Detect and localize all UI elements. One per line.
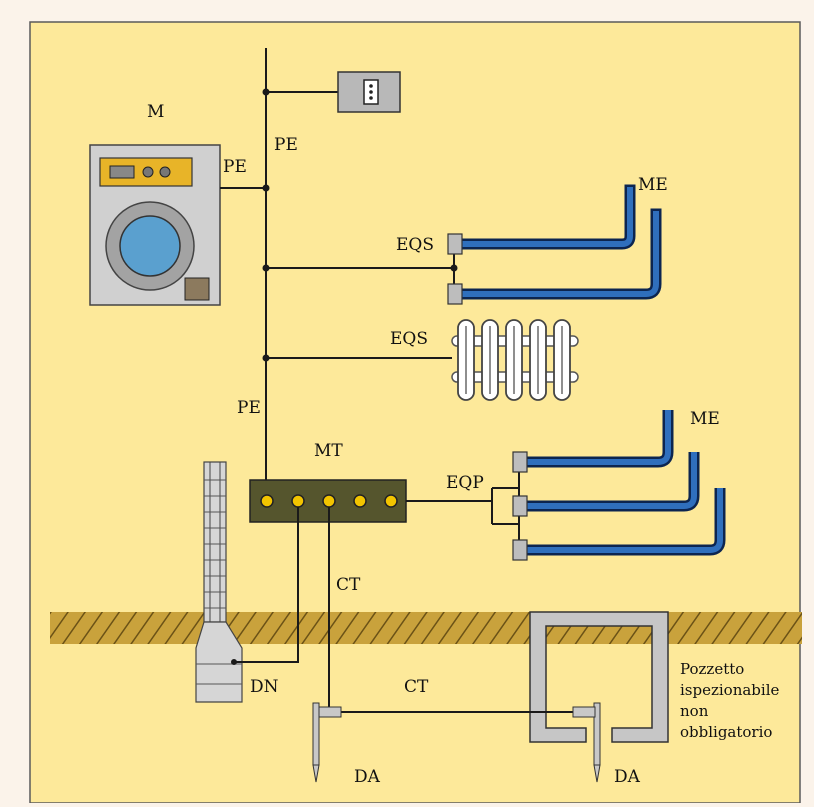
label-pe-washer: PE	[223, 157, 247, 177]
label-pozzetto-2: ispezionabile	[680, 681, 780, 699]
label-da-right: DA	[614, 767, 641, 787]
label-me-bottom: ME	[690, 409, 720, 429]
earth-rod-left	[312, 702, 342, 783]
earth-rod-right	[572, 702, 601, 783]
label-mt: MT	[314, 441, 343, 461]
ct-conductor	[328, 507, 578, 713]
label-ct-horizontal: CT	[404, 677, 429, 697]
washing-machine	[89, 144, 266, 306]
foundation-column	[195, 461, 243, 703]
label-eqs-radiator: EQS	[390, 329, 428, 349]
socket-box	[266, 71, 401, 113]
label-pe-mid: PE	[237, 398, 261, 418]
label-m: M	[147, 102, 164, 122]
label-da-left: DA	[354, 767, 381, 787]
radiator	[266, 319, 579, 401]
label-pe-top: PE	[274, 135, 298, 155]
dn-conductor	[234, 507, 299, 663]
label-eqp: EQP	[446, 473, 484, 493]
metal-pipes-top	[266, 184, 662, 305]
dn-junction-dot	[231, 659, 237, 665]
label-pozzetto-3: non	[680, 702, 709, 720]
pe-junction-dots	[262, 88, 270, 362]
label-ct-vertical: CT	[336, 575, 361, 595]
label-me-top: ME	[638, 175, 668, 195]
label-pozzetto-1: Pozzetto	[680, 660, 744, 678]
label-dn: DN	[250, 677, 279, 697]
label-eqs-pipes: EQS	[396, 235, 434, 255]
main-earth-terminal	[249, 479, 407, 523]
metal-pipes-bottom	[406, 410, 726, 561]
pozzetto-pit	[529, 611, 669, 743]
label-pozzetto-4: obbligatorio	[680, 723, 772, 741]
ground-soil	[50, 612, 802, 644]
